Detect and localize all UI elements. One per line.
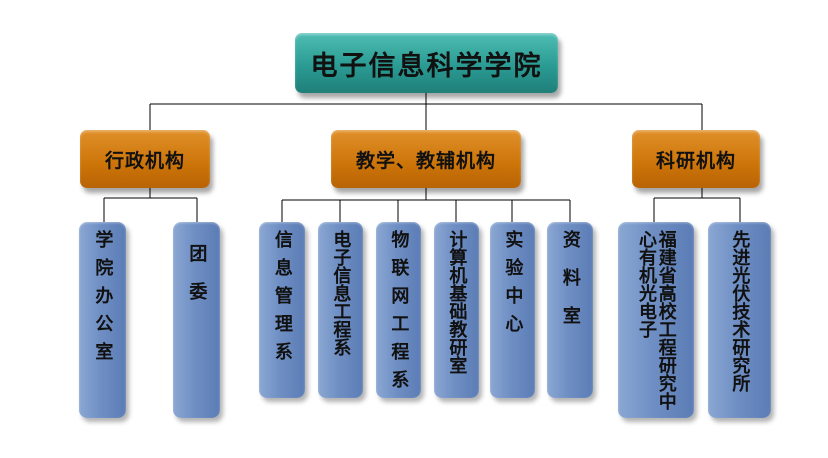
dept-youth-league: 团委 [173,222,220,418]
dept-photovoltaic-institute-label: 先进光伏技术研究所 [729,230,751,392]
dept-iot-eng: 物联网工程系 [376,222,421,398]
root-label: 电子信息科学学院 [310,50,543,82]
dept-college-office-label: 学院办公室 [92,230,114,370]
dept-info-management-label: 信息管理系 [271,230,293,370]
category-admin: 行政机构 [80,130,210,188]
dept-computing-basics: 计算机基础教研室 [434,222,479,398]
dept-lab-center: 实验中心 [490,222,535,398]
root-node: 电子信息科学学院 [295,33,558,93]
dept-info-management: 信息管理系 [259,222,305,398]
dept-electronic-info-eng-label: 电子信息工程系 [330,230,352,356]
dept-college-office: 学院办公室 [79,222,126,418]
dept-fujian-engineering-center-label: 福建省高校工程研究中心有机光电子 [636,230,677,410]
category-research: 科研机构 [632,130,760,188]
category-research-label: 科研机构 [655,149,736,172]
dept-iot-eng-label: 物联网工程系 [388,230,410,398]
dept-reference-room: 资料室 [547,222,593,398]
dept-fujian-engineering-center: 福建省高校工程研究中心有机光电子 [618,222,694,418]
category-admin-label: 行政机构 [104,149,185,172]
dept-reference-room-label: 资料室 [559,230,581,344]
dept-youth-league-label: 团委 [186,244,208,320]
category-teaching: 教学、教辅机构 [331,130,521,188]
dept-lab-center-label: 实验中心 [502,230,524,342]
dept-electronic-info-eng: 电子信息工程系 [318,222,363,398]
category-teaching-label: 教学、教辅机构 [355,149,496,172]
dept-computing-basics-label: 计算机基础教研室 [446,230,468,374]
dept-photovoltaic-institute: 先进光伏技术研究所 [708,222,771,418]
